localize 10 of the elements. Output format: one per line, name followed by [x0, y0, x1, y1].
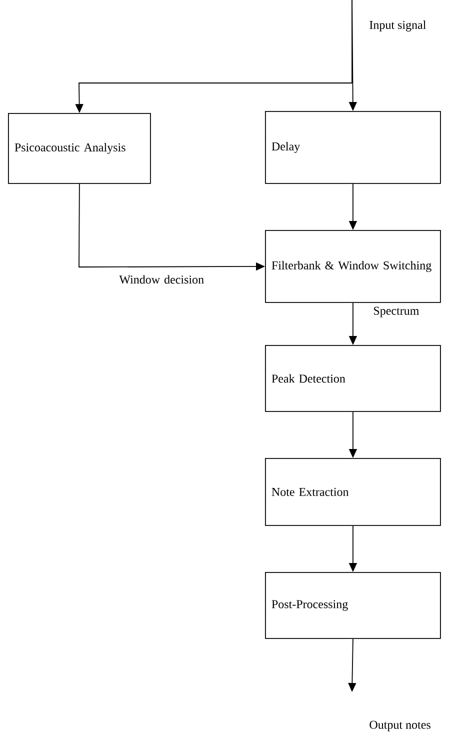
edge-label: Spectrum: [374, 306, 419, 318]
process-box: Psicoacoustic Analysis: [8, 113, 151, 184]
edge-label: Window decision: [119, 275, 204, 284]
process-box: Peak Detection: [265, 345, 441, 412]
signal-label: Output notes: [370, 720, 430, 732]
process-box: Delay: [265, 111, 441, 184]
process-box: Note Extraction: [265, 458, 441, 526]
process-box: Filterbank & Window Switching: [265, 230, 441, 303]
signal-label: Input signal: [370, 20, 426, 32]
process-box: Post-Processing: [265, 572, 441, 639]
